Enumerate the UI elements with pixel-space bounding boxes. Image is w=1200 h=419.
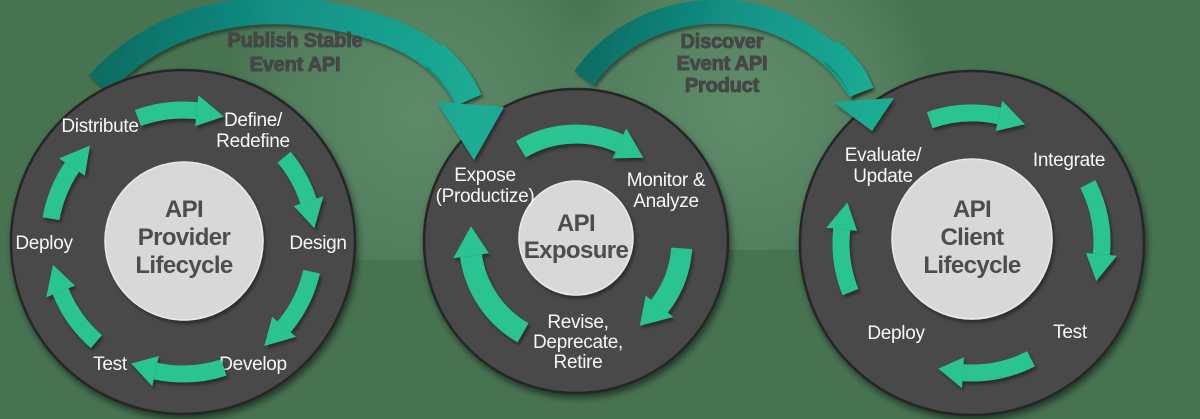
step-label-deprecate: Deprecate, — [533, 332, 623, 353]
step-label-update: Update — [853, 166, 912, 187]
step-label-redefine: Redefine — [216, 131, 290, 152]
cycle-arrow-body — [832, 228, 859, 296]
flow-arrow-publish-neck — [424, 43, 482, 106]
client-hub-line: Client — [940, 224, 1004, 251]
client-hub-line: API — [953, 196, 991, 223]
cycle-arrow-body — [153, 359, 227, 383]
flow-labels: Publish Stable Event API Discover Event … — [227, 30, 768, 98]
flow-arrow-discover-neck — [822, 40, 874, 97]
cycle-arrow-head — [639, 295, 674, 326]
cycle-arrow-head — [131, 356, 159, 387]
cycle-arrow-body — [962, 351, 1035, 382]
step-label-productize: (Productize) — [436, 186, 535, 207]
cycle-arrow-head — [264, 316, 296, 346]
step-label-integrate: Integrate — [1033, 150, 1105, 171]
flow-arrow-publish-head — [437, 102, 504, 160]
cycle-arrow-body — [277, 269, 320, 333]
cycle-arrow-body — [134, 101, 198, 127]
step-label-analyze: Analyze — [633, 191, 699, 212]
cycle-arrow-head — [59, 145, 90, 176]
cycle-arrow-head — [1086, 253, 1117, 281]
step-label-design: Design — [289, 233, 346, 254]
provider-hub-line: Provider — [138, 224, 231, 251]
step-label-revise: Revise, — [547, 312, 608, 333]
step-label-define: Define/ — [224, 110, 283, 131]
flow-label-publish-line: Publish Stable — [227, 30, 362, 52]
exposure-hub-line: API — [557, 210, 595, 237]
cycle-client: API Client Lifecycle Evaluate/ Update In… — [798, 69, 1146, 417]
step-label-monitor: Monitor & — [627, 170, 706, 191]
cycle-arrow-body — [460, 253, 529, 343]
flow-arrows-over — [424, 40, 894, 160]
flow-label-discover-line: Discover — [681, 31, 764, 53]
provider-hub-line: API — [165, 196, 203, 223]
step-label-evaluate: Evaluate/ — [845, 145, 923, 166]
flow-label-discover-line: Product — [685, 75, 760, 97]
cycle-arrow-body — [42, 162, 80, 221]
flow-label-discover-line: Event API — [677, 53, 768, 75]
cycle-arrow-head — [826, 202, 858, 231]
step-label-test: Test — [93, 354, 128, 375]
cycle-arrows — [42, 95, 1117, 389]
cycle-arrow-body — [926, 104, 1001, 129]
cycle-arrow-body — [52, 288, 103, 349]
cycle-arrow-body — [516, 124, 624, 158]
step-label-distribute: Distribute — [61, 116, 138, 137]
step-label-deploy: Deploy — [15, 233, 73, 254]
step-label-test: Test — [1053, 322, 1088, 343]
step-label-retire: Retire — [554, 352, 603, 373]
cycle-arrow-head — [612, 128, 644, 159]
step-label-deploy: Deploy — [867, 323, 925, 344]
client-hub-circle — [891, 158, 1053, 320]
exposure-hub-line: Exposure — [524, 237, 629, 264]
cycle-arrow-head — [938, 357, 964, 389]
step-label-expose: Expose — [454, 165, 516, 186]
cycle-provider: API Provider Lifecycle Distribute Define… — [9, 68, 357, 416]
cycle-arrow-head — [995, 100, 1025, 131]
cycle-arrow-body — [651, 247, 693, 313]
cycle-arrow-head — [195, 95, 224, 127]
flow-label-publish-line: Event API — [250, 54, 341, 76]
provider-hub-circle — [104, 161, 264, 321]
cycle-arrow-body — [1080, 180, 1111, 256]
cycle-arrow-body — [277, 151, 317, 205]
cycle-arrow-head — [46, 264, 75, 298]
exposure-hub-circle — [518, 180, 634, 296]
flow-arrow-discover-head — [833, 98, 894, 131]
provider-hub-line: Lifecycle — [135, 252, 233, 279]
cycle-arrow-head — [453, 226, 489, 259]
cycle-arrow-head — [293, 196, 324, 229]
step-label-develop: Develop — [219, 354, 287, 375]
client-hub-line: Lifecycle — [923, 252, 1021, 279]
